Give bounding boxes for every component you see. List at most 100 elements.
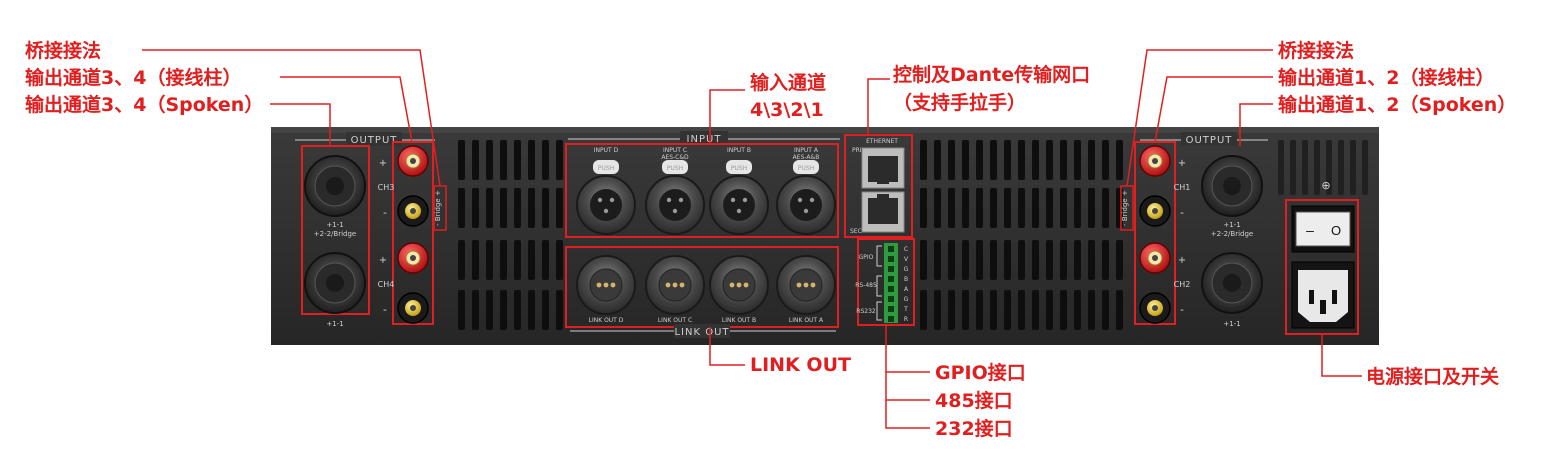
terminal-block [884,243,898,323]
binding-post-ch1-minus [1139,195,1171,227]
power-switch-off-mark: – [1306,222,1314,238]
link-out-b-label: LINK OUT B [722,317,756,324]
ch2-minus-sign: - [1180,303,1184,316]
ch4-minus-sign: - [383,303,387,316]
binding-post-ch4-plus [397,242,429,274]
vent-grid-1 [458,140,563,330]
bridge-right-label: - Bridge + [1121,190,1129,226]
xlr-input-c: PUSH [645,160,705,235]
terminal-pin-5: A [904,286,909,293]
link-out-panel-label: LINK OUT [674,327,729,338]
terminal-pin-8: R [904,316,908,323]
rs232-label: RS232 [856,308,876,315]
svg-text:PUSH: PUSH [667,165,683,172]
ch2-label: CH2 [1174,280,1191,289]
link-out-a-label: LINK OUT A [789,317,824,324]
terminal-pin-1: C [904,246,908,253]
ch2-plus-sign: + [1178,255,1186,266]
terminal-pin-6: G [904,296,909,303]
callout-bridge-right: 桥接接法 [1278,40,1355,62]
ch3-minus-sign: - [383,206,387,219]
callout-network-sub: （支持手拉手） [893,92,1027,114]
ethernet-sec-label: SEC [850,228,862,235]
speakon-left-b-label: +1-1 [326,320,343,328]
speakon-left-b [304,252,366,314]
iec-power-socket [1291,261,1355,329]
xlr-input-d: PUSH [576,160,636,235]
output-right-label: OUTPUT [1186,135,1233,146]
ethernet-label: ETHERNET [866,138,898,145]
input-label: INPUT [687,134,722,145]
rs485-label: RS-485 [855,282,877,289]
callout-speakon-left: 输出通道3、4（Spoken） [25,94,264,116]
ch4-plus-sign: + [379,255,387,266]
callout-network-title: 控制及Dante传输网口 [893,64,1091,86]
xlr-link-out-d [576,255,636,315]
output-left-label-bg [346,132,402,146]
callout-input-order: 4\3\2\1 [750,99,824,121]
callout-leader-lines [142,49,1362,429]
input-c-label: INPUT C [663,147,687,154]
gpio-label: GPIO [859,254,874,261]
xlr-link-out-b [709,255,769,315]
speakon-left-highlight [301,145,370,315]
link-out-label-bg [674,324,730,338]
ch1-plus-sign: + [1178,158,1186,169]
input-d-label: INPUT D [594,147,619,154]
ethernet-pri-label: PRI [852,147,862,154]
input-label-bg [680,131,728,145]
speakon-left-a [304,155,366,217]
ch1-minus-sign: - [1180,206,1184,219]
binding-post-ch2-minus [1139,292,1171,324]
svg-text:PUSH: PUSH [598,165,614,172]
speakon-right-a-sublabel: +2-2/Bridge [1211,230,1253,238]
binding-post-ch3-plus [397,145,429,177]
binding-post-ch1-plus [1139,145,1171,177]
vent-grid-3 [1278,140,1368,195]
binding-post-ch2-plus [1139,242,1171,274]
xlr-link-out-a [776,255,836,315]
svg-text:PUSH: PUSH [798,165,814,172]
vent-grid-2 [920,140,1123,330]
callout-input-title: 输入通道 [750,72,827,94]
binding-post-ch3-minus [397,195,429,227]
link-out-c-label: LINK OUT C [658,317,692,324]
power-switch-on-mark: O [1331,223,1341,238]
ch3-plus-sign: + [379,158,387,169]
input-c-sublabel: AES-C&D [661,154,689,161]
callout-gpio: GPIO接口 [935,362,1026,384]
power-switch [1291,205,1355,253]
ch3-label: CH3 [378,183,395,192]
terminal-pin-3: G [904,266,909,273]
callout-link-out: LINK OUT [750,354,851,376]
svg-text:PUSH: PUSH [731,165,747,172]
bridge-left-label: - Bridge + [434,190,442,226]
terminal-block-brackets [876,245,882,321]
speakon-left-a-sublabel: +2-2/Bridge [314,230,356,238]
callout-bridge-left: 桥接接法 [25,40,102,62]
ethernet-port-pri [861,147,905,189]
xlr-input-b: PUSH [709,160,769,235]
speakon-right-b [1201,252,1263,314]
callout-terminal-left: 输出通道3、4（接线柱） [25,67,242,89]
callout-rs232: 232接口 [935,418,1013,440]
input-b-label: INPUT B [727,147,751,154]
input-highlight [565,143,839,238]
binding-post-ch4-minus [397,292,429,324]
speakon-right-b-label: +1-1 [1223,320,1240,328]
speakon-right-a-label: +1-1 [1223,221,1240,229]
binding-left-highlight [392,141,434,325]
terminal-pin-4: B [904,276,908,283]
input-a-label: INPUT A [794,147,819,154]
callout-rs485: 485接口 [935,390,1013,412]
ethernet-highlight [844,134,913,238]
xlr-input-a: PUSH [776,160,836,235]
input-a-sublabel: AES-A&B [793,154,820,161]
ground-symbol: ⊕ [1321,179,1330,192]
xlr-link-out-c [645,255,705,315]
terminal-pin-7: T [903,306,908,313]
terminal-pin-2: V [904,256,909,263]
link-out-d-label: LINK OUT D [589,317,624,324]
terminal-block-screws [888,246,894,322]
